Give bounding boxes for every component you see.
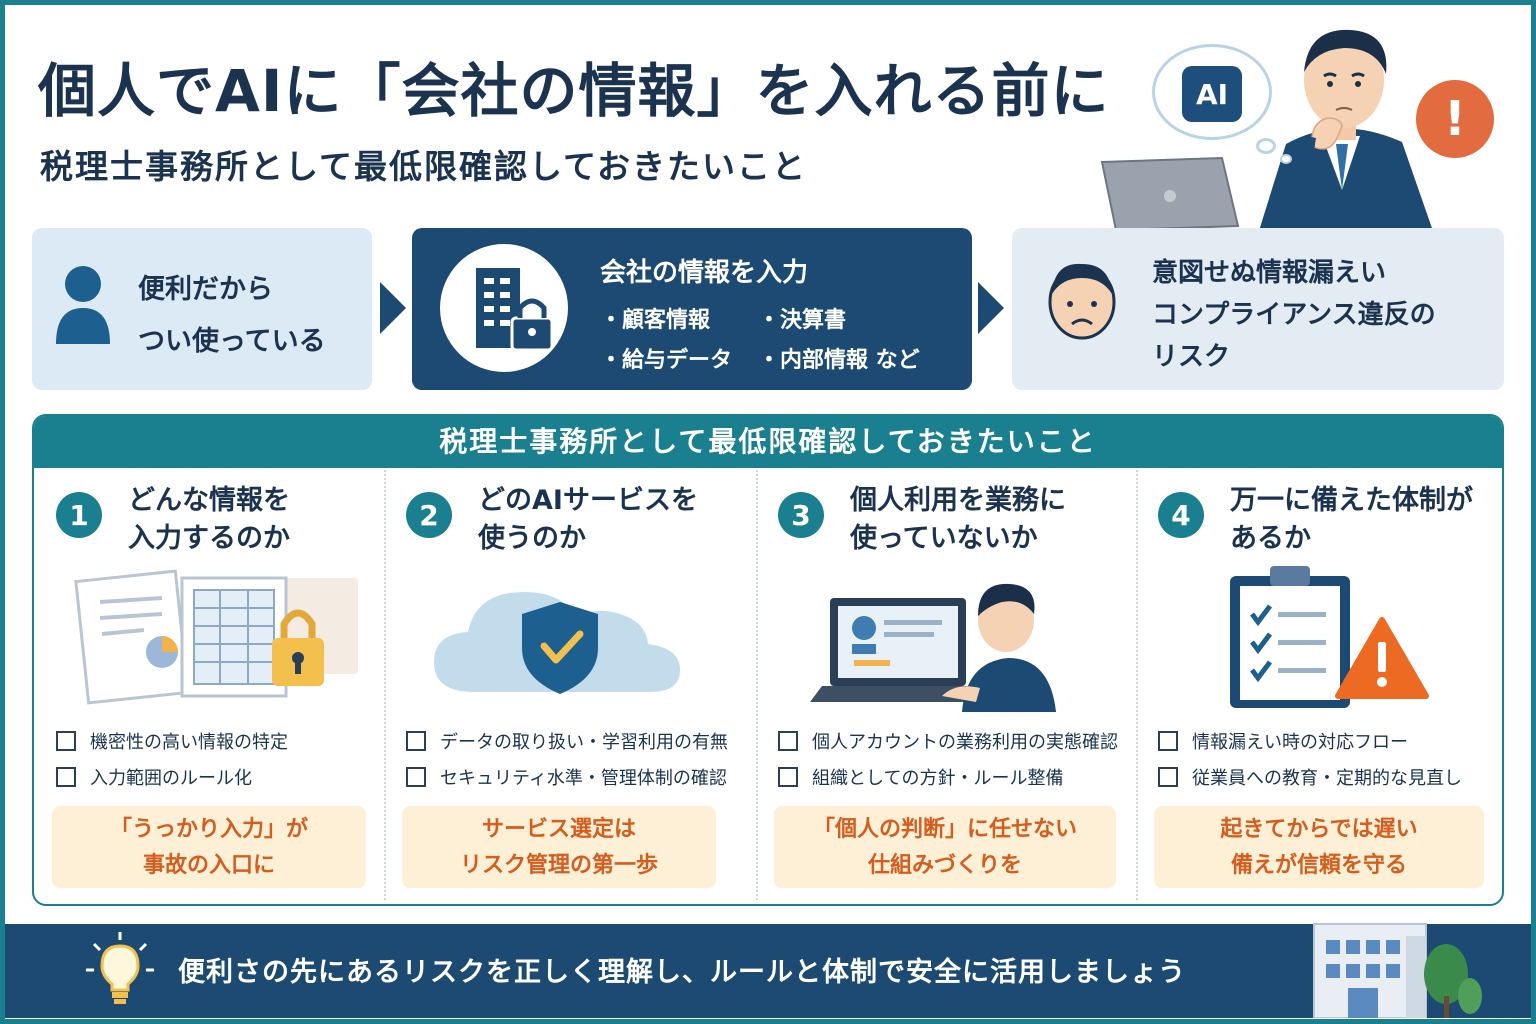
column-title: どんな情報を 入力するのか — [128, 482, 290, 558]
column-title-line2: あるか — [1230, 523, 1311, 554]
checkbox[interactable] — [778, 767, 798, 787]
checklist-item-label: 情報漏えい時の対応フロー — [1192, 732, 1408, 753]
checklist-item: 入力範囲のルール化 — [56, 764, 252, 790]
column-divider — [1136, 470, 1138, 900]
worried-face-icon — [1048, 263, 1116, 340]
flow-input-item: ・給与データ — [600, 348, 733, 373]
person-icon — [56, 266, 110, 344]
checklist-item-label: 入力範囲のルール化 — [90, 768, 252, 789]
hero-illustration: AI ! — [1090, 14, 1530, 234]
thought-bubble-dot — [1280, 154, 1292, 164]
checklist-item: 機密性の高い情報の特定 — [56, 728, 288, 754]
column-note: サービス選定は リスク管理の第一歩 — [402, 806, 716, 888]
clipboard-warning-icon — [1230, 566, 1429, 708]
checkbox[interactable] — [406, 767, 426, 787]
office-building-icon — [1313, 923, 1482, 1018]
column-title-line2: 入力するのか — [128, 523, 290, 554]
column-note-line1: 「うっかり入力」が — [109, 817, 308, 842]
column-note: 「個人の判断」に任せない 仕組みづくりを — [774, 806, 1116, 888]
checklist-item: セキュリティ水準・管理体制の確認 — [406, 764, 727, 790]
column-divider — [384, 470, 386, 900]
checklist-item-label: データの取り扱い・学習利用の有無 — [440, 732, 728, 753]
column-note-line2: リスク管理の第一歩 — [459, 853, 658, 878]
column-title-line2: 使っていないか — [850, 523, 1038, 554]
checklist-heading: 税理士事務所として最低限確認しておきたいこと — [34, 416, 1502, 468]
page-subtitle: 税理士事務所として最低限確認しておきたいこと — [40, 147, 808, 186]
column-title: 万一に備えた体制が あるか — [1230, 482, 1473, 558]
flow-step-risk-text: 意図せぬ情報漏えい コンプライアンス違反の リスク — [1152, 252, 1436, 378]
checkbox[interactable] — [406, 731, 426, 751]
checklist-item: 個人アカウントの業務利用の実態確認 — [778, 728, 1118, 754]
column-title: どのAIサービスを 使うのか — [478, 482, 698, 558]
column-note: 起きてからでは遅い 備えが信頼を守る — [1154, 806, 1484, 888]
flow-step-input-title: 会社の情報を入力 — [600, 258, 809, 288]
checklist-column-3: 3 個人利用を業務に 使っていないか 個人アカウントの業務利用の実態確認 組織と… — [756, 466, 1118, 902]
flow-step-risk-line2: コンプライアンス違反の — [1152, 300, 1436, 330]
flow-input-item: ・顧客情報 — [600, 308, 711, 333]
checklist-item-label: セキュリティ水準・管理体制の確認 — [440, 768, 727, 789]
step-number: 4 — [1158, 492, 1204, 538]
checklist-column-4: 4 万一に備えた体制が あるか 情報漏えい時の対応フロー 従業員への教育・定期的… — [1136, 466, 1488, 902]
alert-icon: ! — [1416, 80, 1494, 158]
flow-step-habit-line1: 便利だから — [138, 274, 273, 305]
checklist-column-2: 2 どのAIサービスを 使うのか データの取り扱い・学習利用の有無 セキュリティ… — [384, 466, 736, 902]
column-title: 個人利用を業務に 使っていないか — [850, 482, 1066, 558]
flow-input-item: ・内部情報 など — [758, 348, 920, 373]
worried-businessman-illustration — [1100, 29, 1434, 234]
arrow-right-icon — [380, 282, 406, 334]
column-title-line2: 使うのか — [478, 523, 586, 554]
thought-bubble-dot — [1256, 138, 1276, 154]
cloud-shield-icon — [434, 592, 680, 694]
checklist-item-label: 機密性の高い情報の特定 — [90, 732, 288, 753]
column-note-line2: 仕組みづくりを — [867, 853, 1022, 878]
column-note-line2: 備えが信頼を守る — [1230, 853, 1407, 878]
step-number: 1 — [56, 492, 102, 538]
laptop-worker-icon — [810, 583, 1056, 712]
arrow-right-icon — [978, 282, 1004, 334]
checklist-column-1: 1 どんな情報を 入力するのか 機密性の高い情報の特定 入力範囲のルール化 「う… — [34, 466, 386, 902]
checklist-item-label: 組織としての方針・ルール整備 — [812, 768, 1064, 789]
checklist-item: データの取り扱い・学習利用の有無 — [406, 728, 728, 754]
column-note-line1: 起きてからでは遅い — [1220, 817, 1418, 842]
column-title-line1: どのAIサービスを — [478, 485, 698, 516]
building-lock-icon — [476, 268, 554, 352]
flow-step-risk-line1: 意図せぬ情報漏えい — [1152, 258, 1387, 288]
checklist-item: 組織としての方針・ルール整備 — [778, 764, 1063, 790]
footer-banner — [5, 924, 1531, 1018]
flow-step-habit-line2: つい使っている — [138, 326, 326, 357]
checklist-item-label: 個人アカウントの業務利用の実態確認 — [812, 732, 1118, 753]
checkbox[interactable] — [56, 731, 76, 751]
page-title: 個人でAIに「会社の情報」を入れる前に — [38, 57, 1110, 125]
column-title-line1: どんな情報を — [128, 485, 290, 516]
flow-step-habit-text: 便利だから つい使っている — [138, 264, 326, 368]
checkbox[interactable] — [56, 767, 76, 787]
column-note-line2: 事故の入口に — [142, 853, 275, 878]
column-title-line1: 個人利用を業務に — [850, 485, 1066, 516]
step-number: 2 — [406, 492, 452, 538]
documents-lock-icon — [74, 569, 358, 705]
column-note-line1: 「個人の判断」に任せない — [812, 817, 1077, 842]
checklist-panel: 税理士事務所として最低限確認しておきたいこと — [32, 414, 1504, 906]
checkbox[interactable] — [778, 731, 798, 751]
step-number: 3 — [778, 492, 824, 538]
footer-message: 便利さの先にあるリスクを正しく理解し、ルールと体制で安全に活用しましょう — [178, 957, 1186, 988]
checklist-item-label: 従業員への教育・定期的な見直し — [1192, 768, 1462, 789]
flow-step-risk-line3: リスク — [1152, 342, 1231, 372]
lightbulb-icon — [86, 932, 154, 1004]
column-title-line1: 万一に備えた体制が — [1230, 485, 1473, 516]
column-divider — [756, 470, 758, 900]
column-note: 「うっかり入力」が 事故の入口に — [52, 806, 366, 888]
column-note-line1: サービス選定は — [481, 817, 636, 842]
ai-chip-icon: AI — [1182, 66, 1242, 122]
checklist-item: 従業員への教育・定期的な見直し — [1158, 764, 1462, 790]
checklist-item: 情報漏えい時の対応フロー — [1158, 728, 1408, 754]
checkbox[interactable] — [1158, 767, 1178, 787]
checkbox[interactable] — [1158, 731, 1178, 751]
flow-input-item: ・決算書 — [758, 308, 847, 333]
